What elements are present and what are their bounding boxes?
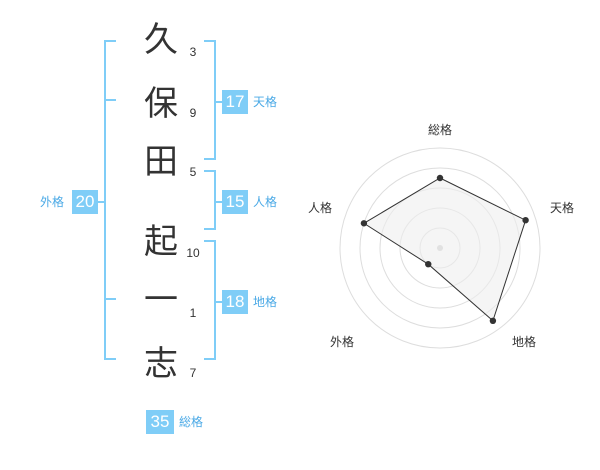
radar-point-5 [360,220,368,227]
tenkaku-label: 天格 [253,95,278,109]
soukaku-label: 総格 [179,415,204,429]
stroke-count-1: 3 [189,45,197,59]
name-char-2: 保 [144,84,178,124]
chikaku-badge: 18 [222,290,248,314]
radar-label-jinkaku: 人格 [308,200,332,215]
radar-point-2 [522,216,529,224]
stroke-count-3: 5 [189,165,197,179]
gaikaku-label: 外格 [40,195,65,209]
radar-data-polygon [362,177,527,322]
jinkaku-badge: 15 [222,190,248,214]
radar-data-points [360,174,529,325]
name-char-6: 志 [144,344,178,384]
chikaku-label: 地格 [253,295,278,309]
radar-label-gaikaku: 外格 [330,334,354,349]
radar-label-soukaku: 総格 [428,122,452,137]
radar-point-3 [489,317,497,325]
stroke-count-6: 7 [189,366,197,380]
radar-point-1 [436,174,444,182]
radar-label-tenkaku: 天格 [550,200,574,215]
gaikaku-badge: 20 [72,190,98,214]
radar-label-chikaku: 地格 [512,334,536,349]
tenkaku-badge: 17 [222,90,248,114]
radar-grid-ring [339,147,541,349]
soukaku-badge: 35 [146,410,174,434]
stroke-count-5: 1 [189,306,197,320]
stroke-count-4: 10 [186,246,200,260]
radar-point-4 [425,260,432,268]
name-char-4: 起 [144,222,178,262]
radar-chart: 総格 天格 地格 外格 人格 [308,122,574,349]
name-char-1: 久 [144,20,178,60]
name-char-5: 一 [144,280,178,320]
name-char-3: 田 [144,142,178,182]
jinkaku-label: 人格 [253,195,278,209]
stroke-count-2: 9 [189,106,197,120]
radar-grid-ring [359,167,521,329]
